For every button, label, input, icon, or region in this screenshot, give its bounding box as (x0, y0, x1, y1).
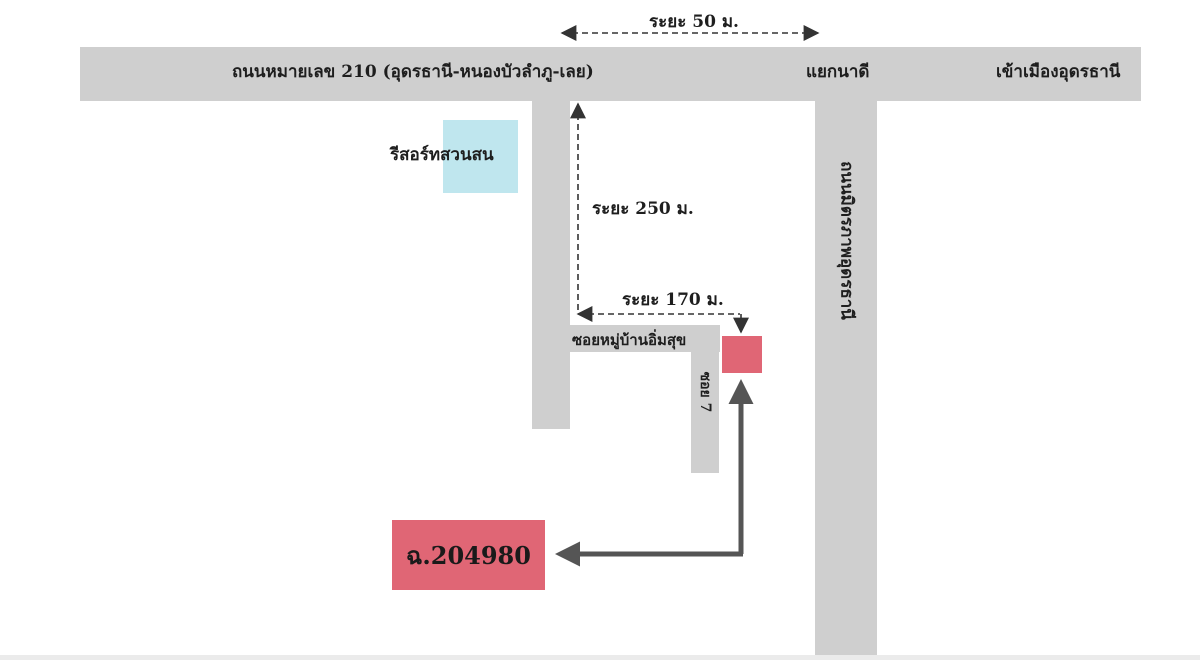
soi-7-label: ซอย 7 (697, 371, 713, 413)
junction-label: แยกนาดี (806, 62, 870, 82)
mittraphap-road (815, 101, 877, 660)
bottom-edge-strip (0, 655, 1200, 660)
main-highway-road (80, 47, 1141, 101)
resort-marker (443, 120, 518, 193)
deed-number-box: ฉ.204980 (392, 520, 545, 590)
soi-village-road (570, 325, 720, 352)
main-side-road (532, 101, 570, 429)
property-marker (722, 336, 762, 373)
deed-number-label: ฉ.204980 (406, 540, 531, 570)
soi-village-label: ซอยหมู่บ้านอิ่มสุข (572, 331, 687, 349)
to-city-label: เข้าเมืองอุดรธานี (996, 62, 1121, 82)
soi-7-road (691, 352, 719, 473)
resort-label: รีสอร์ทสวนสน (390, 145, 494, 165)
distance-250-label: ระยะ 250 ม. (592, 199, 694, 219)
distance-50-label: ระยะ 50 ม. (649, 12, 739, 32)
distance-170-label: ระยะ 170 ม. (622, 290, 724, 310)
mittraphap-road-label: ถนนมิตรภาพอุดรธานี (836, 161, 857, 320)
main-highway-label: ถนนหมายเลข 210 (อุดรธานี-หนองบัวลำภู-เลย… (232, 62, 594, 82)
